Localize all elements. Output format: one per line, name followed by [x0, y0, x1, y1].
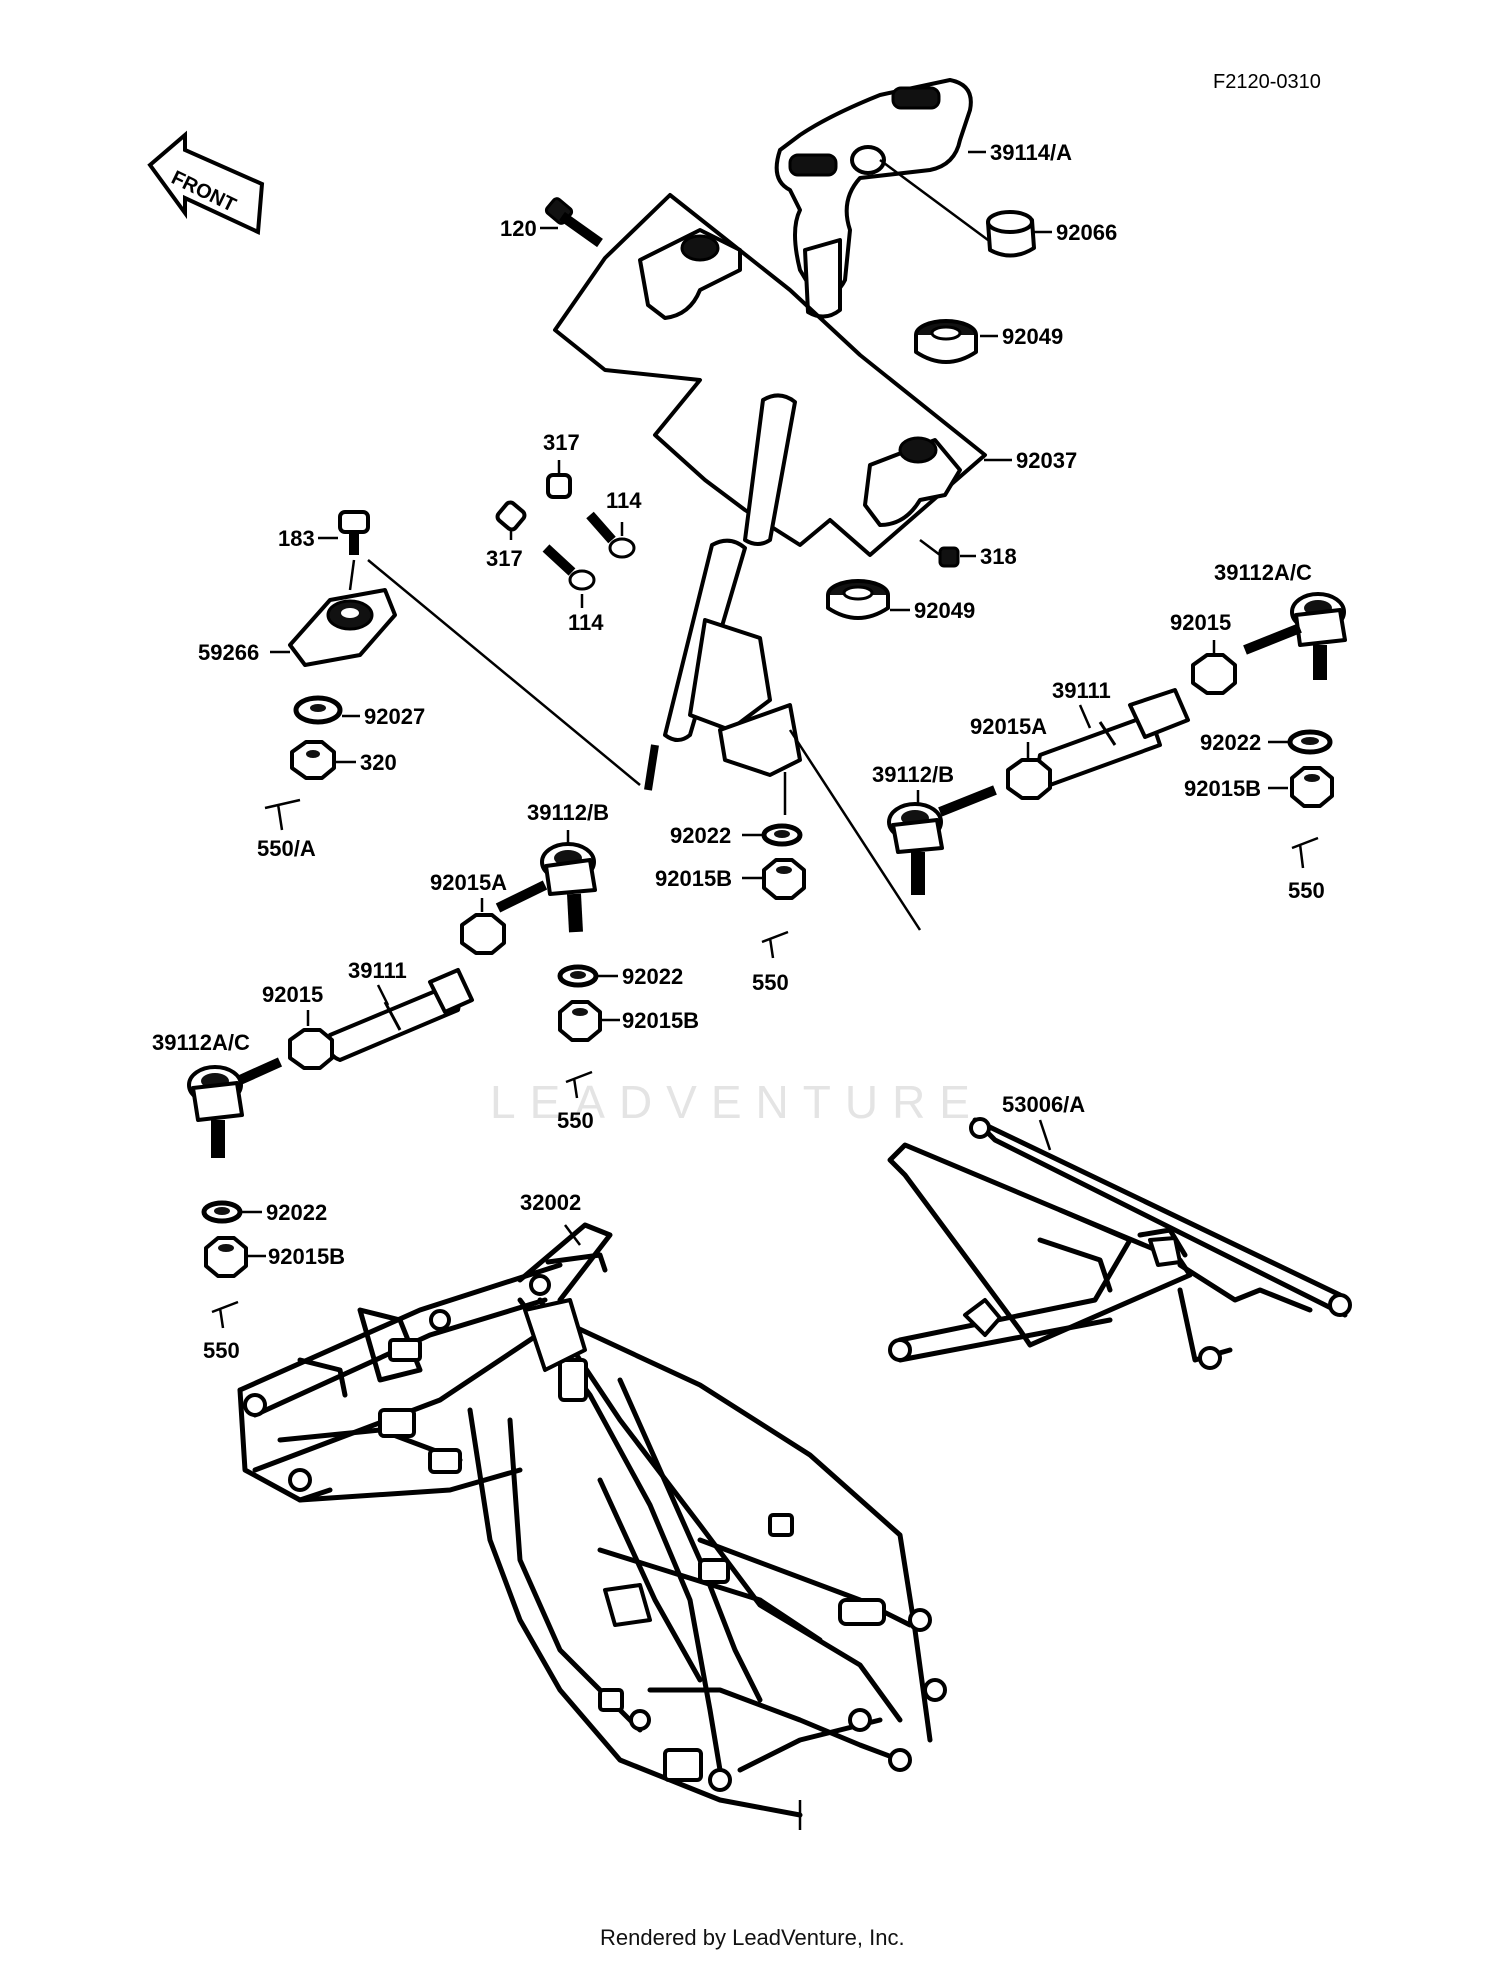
- nut-92015a-right[interactable]: [1006, 758, 1052, 800]
- bolt-120-part[interactable]: [544, 197, 603, 248]
- bolt-183-part[interactable]: [338, 510, 370, 555]
- nut-317b-part[interactable]: [495, 500, 527, 532]
- nut-317a-part[interactable]: [546, 473, 572, 499]
- callout-92015-right: 92015: [1170, 610, 1231, 635]
- nut-92015b-right[interactable]: [1290, 766, 1334, 808]
- callout-92015b-left: 92015B: [268, 1244, 345, 1269]
- callout-92015a-right: 92015A: [970, 714, 1047, 739]
- callout-317-b: 317: [486, 546, 523, 571]
- seal-top-part[interactable]: [914, 319, 978, 364]
- cotter-pin-550-right[interactable]: [1291, 836, 1319, 869]
- cap-part[interactable]: [986, 210, 1036, 258]
- callout-114-a: 114: [606, 488, 642, 513]
- callout-92015b-lower: 92015B: [622, 1008, 699, 1033]
- nut-92015b-lower[interactable]: [558, 1000, 602, 1042]
- callout-550-lower: 550: [557, 1108, 594, 1133]
- footer-credit: Rendered by LeadVenture, Inc.: [600, 1925, 905, 1950]
- tie-rod-left[interactable]: [326, 968, 474, 1062]
- callout-318: 318: [980, 544, 1017, 569]
- diagram-ref-label: F2120-0310: [1213, 71, 1321, 93]
- clamp-upper-part[interactable]: [638, 228, 742, 320]
- nut-92015-right[interactable]: [1191, 653, 1237, 695]
- nut-320-part[interactable]: [290, 740, 336, 780]
- callout-39112b-right: 39112/B: [872, 762, 954, 787]
- cotter-pin-550-center[interactable]: [761, 930, 789, 959]
- callout-92022-lower: 92022: [622, 964, 683, 989]
- callout-92015b-right: 92015B: [1184, 776, 1261, 801]
- bolt-114b-part[interactable]: [542, 544, 596, 591]
- nut-92015a-left[interactable]: [460, 913, 506, 955]
- callout-550a: 550/A: [257, 836, 316, 861]
- callout-53006a: 53006/A: [1002, 1092, 1085, 1117]
- washer-92027-part[interactable]: [293, 695, 343, 725]
- callout-92015a-left: 92015A: [430, 870, 507, 895]
- nut-92015b-center[interactable]: [762, 858, 806, 900]
- tie-rod-end-right-inner[interactable]: [887, 785, 997, 895]
- callout-550-left: 550: [203, 1338, 240, 1363]
- callout-39114a: 39114/A: [990, 140, 1072, 165]
- washer-92022-center[interactable]: [761, 823, 803, 847]
- callout-59266: 59266: [198, 640, 259, 665]
- callout-92049-top: 92049: [1002, 324, 1063, 349]
- callout-550-center: 550: [752, 970, 789, 995]
- callout-39112ac-right: 39112A/C: [1214, 560, 1312, 585]
- callout-92015-left: 92015: [262, 982, 323, 1007]
- callout-183: 183: [278, 526, 315, 551]
- handlebar-holder-part[interactable]: [774, 78, 973, 319]
- nut-92015b-left[interactable]: [204, 1236, 248, 1278]
- cotter-pin-550a-part[interactable]: [264, 798, 301, 831]
- callout-39112b-left: 39112/B: [527, 800, 609, 825]
- clamp-lower-part[interactable]: [863, 436, 962, 527]
- tie-rod-right[interactable]: [1036, 688, 1190, 787]
- steering-shaft-part[interactable]: [644, 393, 802, 791]
- bearing-holder-part[interactable]: [288, 588, 397, 667]
- callout-92015b-center: 92015B: [655, 866, 732, 891]
- callout-92037: 92037: [1016, 448, 1077, 473]
- callout-92027: 92027: [364, 704, 425, 729]
- nut-92015-left[interactable]: [288, 1028, 334, 1070]
- tie-rod-end-left-inner[interactable]: [495, 842, 597, 933]
- watermark: LEADVENTURE: [490, 1076, 984, 1128]
- callout-39111-right: 39111: [1052, 678, 1111, 703]
- callout-92022-left: 92022: [266, 1200, 327, 1225]
- callout-120: 120: [500, 216, 537, 241]
- callout-39112ac-left: 39112A/C: [152, 1030, 250, 1055]
- callout-320: 320: [360, 750, 397, 775]
- callout-92022-center: 92022: [670, 823, 731, 848]
- tie-rod-end-right-outer[interactable]: [1243, 592, 1347, 680]
- front-arrow-icon: FRONT: [147, 130, 265, 236]
- callout-550-right: 550: [1288, 878, 1325, 903]
- callout-317-a: 317: [543, 430, 580, 455]
- callout-114-b: 114: [568, 610, 604, 635]
- washer-92022-right[interactable]: [1287, 729, 1333, 755]
- tie-rod-end-left-outer[interactable]: [187, 1057, 283, 1158]
- callout-92066: 92066: [1056, 220, 1117, 245]
- callout-92049-mid: 92049: [914, 598, 975, 623]
- main-frame-part[interactable]: [237, 1222, 947, 1830]
- cotter-pin-550-left[interactable]: [211, 1300, 239, 1329]
- callout-39111-left: 39111: [348, 958, 407, 983]
- washer-92022-lower[interactable]: [557, 964, 599, 988]
- seal-mid-part[interactable]: [826, 579, 890, 620]
- cotter-pin-550-lower[interactable]: [565, 1070, 593, 1099]
- nut-318-part[interactable]: [938, 546, 960, 568]
- callout-32002: 32002: [520, 1190, 581, 1215]
- sub-frame-part[interactable]: [887, 1117, 1352, 1370]
- washer-92022-left[interactable]: [201, 1200, 243, 1224]
- bolt-114a-part[interactable]: [586, 511, 636, 559]
- callout-92022-right: 92022: [1200, 730, 1261, 755]
